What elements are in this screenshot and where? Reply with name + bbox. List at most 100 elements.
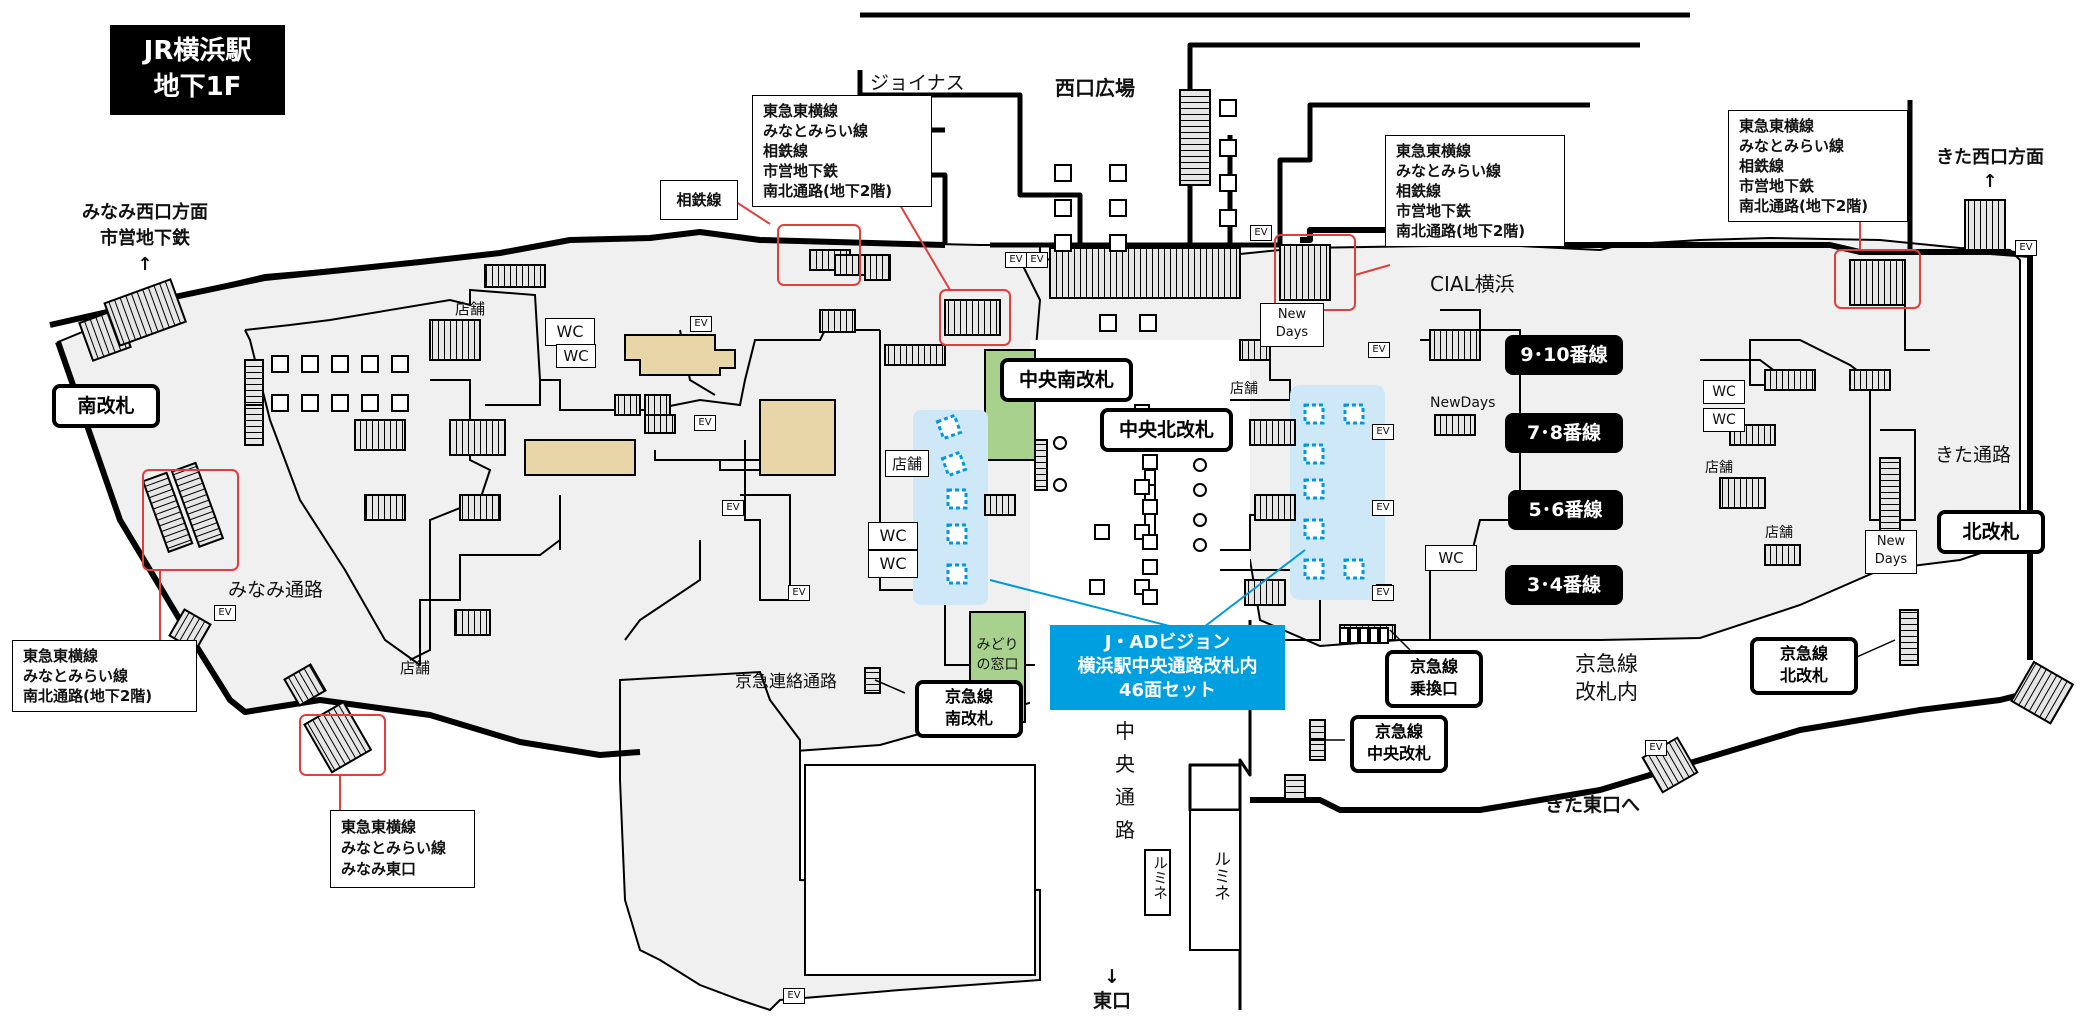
wc-label: WC <box>556 344 596 368</box>
south-building <box>804 764 1241 976</box>
shop-label: 店舗 <box>885 450 930 477</box>
ev-label: EV <box>1372 500 1394 516</box>
info-line: 東急東横線 <box>341 818 417 836</box>
gate-chuo-kita: 中央北改札 <box>1100 408 1233 452</box>
gate-keikyu-norikae-line2: 乗換口 <box>1409 679 1458 698</box>
lumine-label: ルミネ <box>1210 850 1230 901</box>
higashiguchi-line: 東口 <box>1092 990 1131 1012</box>
newdays-label: New Days <box>1260 303 1324 347</box>
ev-label: EV <box>722 500 744 516</box>
gate-keikyu-kita-line1: 京急線 <box>1779 644 1828 663</box>
midori-line2: の窓口 <box>976 657 1019 673</box>
chuo-dori-char: 路 <box>1115 818 1135 842</box>
info-box-top-right: 東急東横線 みなとみらい線 相鉄線 市営地下鉄 南北通路(地下2階) <box>1728 110 1908 222</box>
ev-label: EV <box>1005 252 1027 268</box>
gate-keikyu-norikae-line1: 京急線 <box>1409 657 1458 676</box>
info-line: 南北通路(地下2階) <box>23 687 153 705</box>
gate-keikyu-chuo: 京急線 中央改札 <box>1350 715 1448 773</box>
up-arrow-icon: ↑ <box>137 254 153 275</box>
title-line2: 地下1F <box>153 72 242 102</box>
ev-label: EV <box>214 605 236 621</box>
info-box-top-center: 東急東横線 みなとみらい線 相鉄線 市営地下鉄 南北通路(地下2階) <box>1385 135 1565 247</box>
gate-kita: 北改札 <box>1937 510 2045 554</box>
cial-label: CIAL横浜 <box>1430 272 1515 296</box>
gate-keikyu-chuo-line2: 中央改札 <box>1366 744 1431 763</box>
info-box-bottom-left: 東急東横線 みなとみらい線 みなみ東口 <box>330 810 475 888</box>
keikyu-area-label: 京急線 改札内 <box>1575 650 1638 706</box>
shop-label: 店舗 <box>400 659 431 677</box>
ev-label: EV <box>2015 240 2037 256</box>
map-title: JR横浜駅 地下1F <box>110 25 285 115</box>
info-line: 東急東横線 <box>23 647 99 665</box>
ev-label: EV <box>690 316 712 332</box>
newdays-line2: Days <box>1275 325 1309 340</box>
ev-label: EV <box>783 988 805 1004</box>
kita-dori-label: きた通路 <box>1935 444 2012 466</box>
down-arrow-icon: ↓ <box>1104 966 1120 988</box>
newdays-line1: New <box>1277 307 1307 322</box>
nishiguchi-label: 西口広場 <box>1055 76 1135 100</box>
ad-callout-box: J・ADビジョン 横浜駅中央通路改札内 46面セット <box>1050 625 1285 710</box>
info-line: 東急東横線 <box>763 102 839 120</box>
ad-screens <box>935 403 1365 585</box>
callout-frames <box>142 197 1921 810</box>
gate-keikyu-kita: 京急線 北改札 <box>1750 637 1858 695</box>
ev-label: EV <box>1372 585 1394 601</box>
info-line: 市営地下鉄 <box>1396 202 1472 220</box>
ad-highlight-areas <box>913 385 1385 605</box>
platform-3-4: 3･4番線 <box>1505 565 1623 605</box>
info-line: みなとみらい線 <box>23 667 129 685</box>
minami-nishi-direction: みなみ西口方面 市営地下鉄 ↑ <box>65 200 225 278</box>
info-line: みなとみらい線 <box>1396 162 1502 180</box>
up-arrow-icon: ↑ <box>1982 171 1998 192</box>
platform-5-6: 5･6番線 <box>1508 490 1623 530</box>
shop-label: 店舗 <box>1705 460 1733 476</box>
ev-label: EV <box>1372 424 1394 440</box>
title-line1: JR横浜駅 <box>143 36 252 66</box>
ev-label: EV <box>1368 342 1390 358</box>
gate-keikyu-minami-line2: 南改札 <box>944 709 993 728</box>
kita-nishi-direction: きた西口方面 ↑ <box>1930 146 2050 194</box>
info-line: 東急東横線 <box>1739 117 1815 135</box>
newdays-label: NewDays <box>1430 395 1496 411</box>
gate-keikyu-kita-line2: 北改札 <box>1779 666 1828 685</box>
info-line: みなとみらい線 <box>1739 137 1845 155</box>
newdays-line1: New <box>1876 534 1906 549</box>
pillars-center <box>1053 436 1207 605</box>
minami-dori-label: みなみ通路 <box>228 579 324 601</box>
ad-line2: 横浜駅中央通路改札内 <box>1077 656 1258 677</box>
ev-label: EV <box>1250 225 1272 241</box>
chuo-dori-char: 央 <box>1115 752 1135 776</box>
info-line: みなみ東口 <box>341 860 417 878</box>
wc-label: WC <box>1703 380 1745 404</box>
info-line: 相鉄線 <box>763 142 809 160</box>
wc-label: WC <box>868 522 918 550</box>
gate-minami: 南改札 <box>52 384 160 428</box>
shop-label: 店舗 <box>1765 525 1793 541</box>
ad-line1: J・ADビジョン <box>1104 632 1231 653</box>
info-box-sotetsu: 相鉄線 <box>660 180 738 220</box>
keikyu-renraku-label: 京急連絡通路 <box>735 672 837 692</box>
joinus-label: ジョイナス <box>870 72 965 94</box>
info-line: 相鉄線 <box>1739 157 1785 175</box>
info-line: 相鉄線 <box>1396 182 1442 200</box>
ev-label: EV <box>788 585 810 601</box>
info-line: 南北通路(地下2階) <box>763 182 893 200</box>
midori-line1: みどり <box>976 637 1019 653</box>
shop-label: 店舗 <box>455 300 486 318</box>
wc-label: WC <box>1425 545 1477 571</box>
shop-label: 店舗 <box>1230 381 1258 397</box>
info-box-left: 東急東横線 みなとみらい線 南北通路(地下2階) <box>12 640 197 712</box>
kita-higashi-direction: きた東口へ <box>1545 794 1641 816</box>
newdays-line2: Days <box>1874 552 1908 567</box>
gate-keikyu-minami-line1: 京急線 <box>944 687 993 706</box>
ev-label: EV <box>1645 740 1667 756</box>
minami-nishi-line1: みなみ西口方面 <box>82 202 208 223</box>
info-line: 市営地下鉄 <box>1739 177 1815 195</box>
midori-window-label: みどり の窓口 <box>970 635 1025 675</box>
ev-label: EV <box>694 415 716 431</box>
wc-label: WC <box>545 318 595 346</box>
gate-keikyu-minami: 京急線 南改札 <box>915 680 1023 738</box>
keikyu-area-line1: 京急線 <box>1575 652 1638 676</box>
ad-leader-lines <box>989 549 1306 631</box>
